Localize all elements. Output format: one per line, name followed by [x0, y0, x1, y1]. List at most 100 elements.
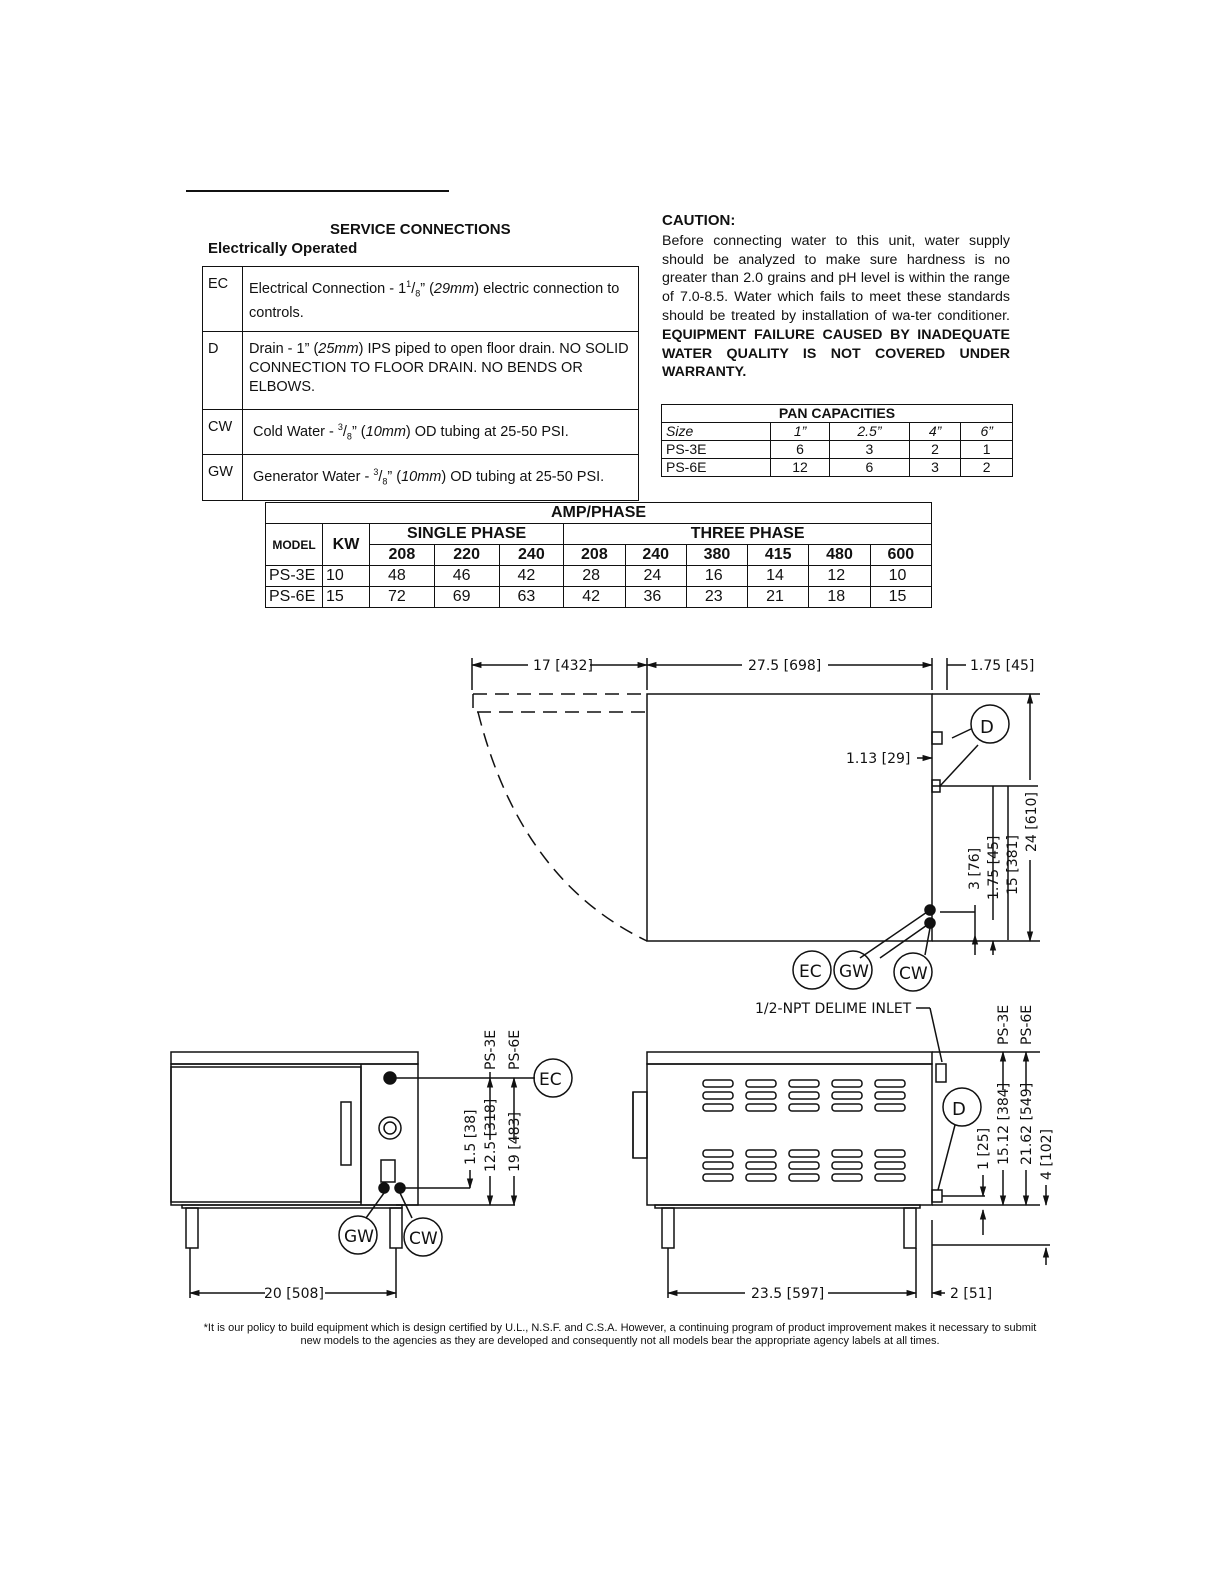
caution-warning: EQUIPMENT FAILURE CAUSED BY INADEQUATE W…: [662, 326, 1010, 381]
callout-d-top-label: D: [980, 717, 994, 738]
pan-header-size: Size: [666, 423, 694, 439]
amp-model-header: MODEL: [265, 523, 323, 566]
model-ps6e-front: PS-6E: [507, 1030, 523, 1070]
dim-27-5: 27.5 [698]: [748, 658, 821, 674]
caution-heading: CAUTION:: [662, 212, 736, 229]
dim-23-5: 23.5 [597]: [751, 1286, 824, 1302]
table-row: Size 1” 2.5” 4” 6”: [661, 422, 1013, 441]
amp-volt: 240: [498, 544, 565, 566]
callout-cw-front-label: CW: [409, 1229, 438, 1249]
row-code: D: [202, 330, 243, 410]
delime-inlet-label: 1/2-NPT DELIME INLET: [755, 1001, 912, 1017]
amp-three-phase-header: THREE PHASE: [563, 523, 932, 545]
amp-cell: 28: [563, 565, 626, 587]
amp-volt: 208: [369, 544, 435, 566]
caution-text: Before connecting water to this unit, wa…: [662, 232, 1010, 324]
caution-note: CAUTION: Before connecting water to this…: [662, 212, 1010, 382]
table-row: PS-3E 10 48 46 42 28 24 16 14 12 10: [265, 565, 933, 587]
dim-19: 19 [483]: [507, 1112, 523, 1172]
pan-header: 1”: [793, 423, 807, 439]
model-ps6e-side: PS-6E: [1019, 1005, 1035, 1045]
table-row: D Drain - 1” (25mm) IPS piped to open fl…: [202, 330, 639, 410]
ec-port: [383, 1071, 397, 1085]
amp-cell: PS-3E: [265, 565, 323, 587]
pan-cell: 6: [829, 458, 910, 477]
amp-single-phase-header: SINGLE PHASE: [368, 523, 565, 545]
dim-17: 17 [432]: [533, 658, 593, 674]
dim-12-5: 12.5 [318]: [483, 1099, 499, 1172]
dim-24: 24 [610]: [1024, 792, 1040, 852]
amp-volt: 220: [433, 544, 500, 566]
amp-volt: 208: [563, 544, 626, 566]
header-rule: [186, 190, 449, 192]
pan-cell: PS-6E: [661, 458, 771, 477]
pan-header: 6”: [980, 423, 993, 439]
service-connections-table: EC Electrical Connection - 11/8” (29mm) …: [202, 266, 639, 502]
callout-cw-front: [403, 1217, 443, 1257]
amp-cell: 18: [808, 586, 871, 608]
dim-20: 20 [508]: [264, 1286, 324, 1302]
pan-header: 2.5”: [857, 423, 882, 439]
side-view: [632, 1007, 1050, 1298]
amp-volt: 415: [747, 544, 810, 566]
top-view: [470, 658, 1040, 992]
callout-ec-front: [533, 1058, 573, 1098]
dim-15: 15 [381]: [1005, 835, 1021, 895]
amp-kw-header: KW: [322, 523, 370, 566]
row-code: GW: [202, 454, 243, 502]
model-ps3e-front: PS-3E: [483, 1030, 499, 1070]
row-desc: Generator Water - 3/8” (10mm) OD tubing …: [242, 454, 639, 502]
amp-volt: 600: [869, 544, 933, 566]
callout-gw-front: [338, 1215, 378, 1255]
amp-volt: 480: [808, 544, 871, 566]
amp-cell: 15: [322, 586, 370, 608]
pan-cell: 12: [769, 458, 831, 477]
row-desc: Drain - 1” (25mm) IPS piped to open floo…: [242, 330, 639, 410]
row-code: CW: [202, 408, 243, 456]
dim-2: 2 [51]: [950, 1286, 992, 1302]
service-connections-subtitle: Electrically Operated: [208, 240, 358, 257]
amp-cell: 69: [433, 586, 500, 608]
dim-1-5: 1.5 [38]: [463, 1110, 479, 1165]
dim-1-75-top: 1.75 [45]: [970, 658, 1034, 674]
row-desc: Electrical Connection - 11/8” (29mm) ele…: [242, 266, 639, 332]
drain-fitting: [931, 731, 943, 745]
callout-cw-top-label: CW: [899, 964, 928, 984]
dim-15-12: 15.12 [384]: [996, 1083, 1012, 1165]
table-row: GW Generator Water - 3/8” (10mm) OD tubi…: [202, 454, 639, 502]
pan-cell: 2: [960, 458, 1013, 477]
footnote: *It is our policy to build equipment whi…: [203, 1322, 1037, 1347]
dim-1-75-vert: 1.75 [45]: [986, 836, 1002, 900]
pan-capacities-table: PAN CAPACITIES Size 1” 2.5” 4” 6” PS-3E …: [661, 404, 1013, 477]
dim-4: 4 [102]: [1039, 1129, 1055, 1180]
vent-louvers: [702, 1079, 906, 1182]
amp-cell: 10: [869, 565, 933, 587]
front-view: [170, 1051, 573, 1298]
pan-title: PAN CAPACITIES: [661, 404, 1013, 423]
amp-volt: 380: [685, 544, 749, 566]
callout-d-side: [942, 1087, 982, 1127]
callout-gw-front-label: GW: [344, 1227, 374, 1247]
dim-3: 3 [76]: [967, 848, 983, 890]
amp-phase-table: AMP/PHASE MODEL KW SINGLE PHASE THREE PH…: [265, 502, 933, 608]
table-row: EC Electrical Connection - 11/8” (29mm) …: [202, 266, 639, 332]
table-row: PS-6E 12 6 3 2: [661, 458, 1013, 477]
pan-header: 4”: [928, 423, 942, 439]
amp-cell: 23: [685, 586, 749, 608]
callout-ec-top-label: EC: [799, 962, 822, 982]
door-swing-arc: [477, 711, 648, 942]
callout-d-side-label: D: [952, 1099, 966, 1120]
table-row: PS-6E 15 72 69 63 42 36 23 21 18 15: [265, 586, 933, 608]
dim-1: 1 [25]: [976, 1128, 992, 1170]
pan-cell: 3: [908, 458, 962, 477]
callout-ec-top: [792, 950, 832, 990]
amp-cell: 15: [869, 586, 933, 608]
callout-ec-front-label: EC: [539, 1070, 562, 1090]
callout-gw-top-label: GW: [839, 962, 869, 982]
callout-d-top: [970, 704, 1010, 744]
service-connections-title: SERVICE CONNECTIONS: [330, 221, 511, 238]
unit-top-outline: [646, 693, 933, 942]
dim-1-13: 1.13 [29]: [846, 751, 910, 767]
model-ps3e-side: PS-3E: [996, 1005, 1012, 1045]
